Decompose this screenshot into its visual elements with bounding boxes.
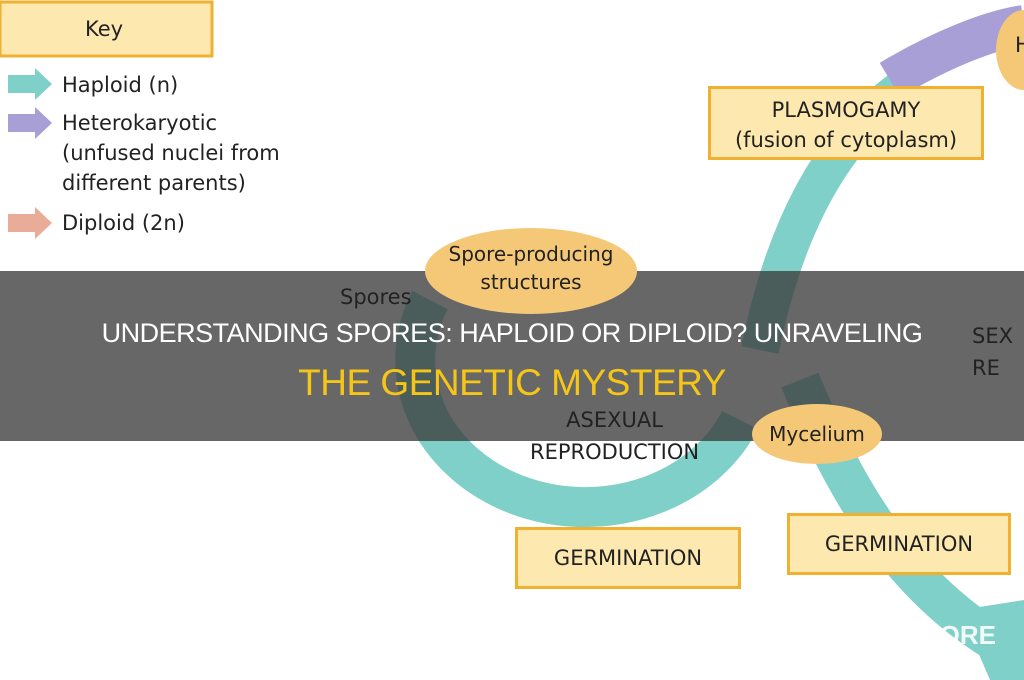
key-title: Key bbox=[85, 17, 124, 41]
article-title-line1: UNDERSTANDING SPORES: HAPLOID OR DIPLOID… bbox=[101, 318, 923, 348]
asexual-label: ASEXUAL REPRODUCTION bbox=[530, 408, 700, 464]
haploid-arrow-icon bbox=[8, 68, 52, 100]
corner-ellipse bbox=[996, 10, 1024, 90]
key-box bbox=[0, 0, 214, 58]
germination-right-box: GERMINATION bbox=[787, 513, 1011, 575]
arrowhead bbox=[960, 600, 1024, 680]
heterokaryotic-arrow-icon bbox=[8, 107, 52, 139]
watermark: SPORE bbox=[905, 620, 997, 650]
key-diploid: Diploid (2n) bbox=[62, 211, 185, 235]
mycelium-ellipse: Mycelium bbox=[752, 404, 882, 464]
spores-label: Spores bbox=[340, 285, 412, 309]
germination-left-box: GERMINATION bbox=[515, 527, 741, 589]
plasmogamy-box: PLASMOGAMY (fusion of cytoplasm) bbox=[708, 86, 984, 160]
sexual-label: SEX RE bbox=[972, 324, 1013, 380]
article-title-line2: THE GENETIC MYSTERY bbox=[298, 362, 726, 403]
spore-structures-ellipse: Spore-producing structures bbox=[425, 228, 637, 314]
corner-label: H bbox=[1015, 33, 1024, 57]
key-heterokaryotic: Heterokaryotic (unfused nuclei from diff… bbox=[62, 111, 280, 195]
diploid-arrow-icon bbox=[8, 207, 52, 239]
key-haploid: Haploid (n) bbox=[62, 73, 179, 97]
